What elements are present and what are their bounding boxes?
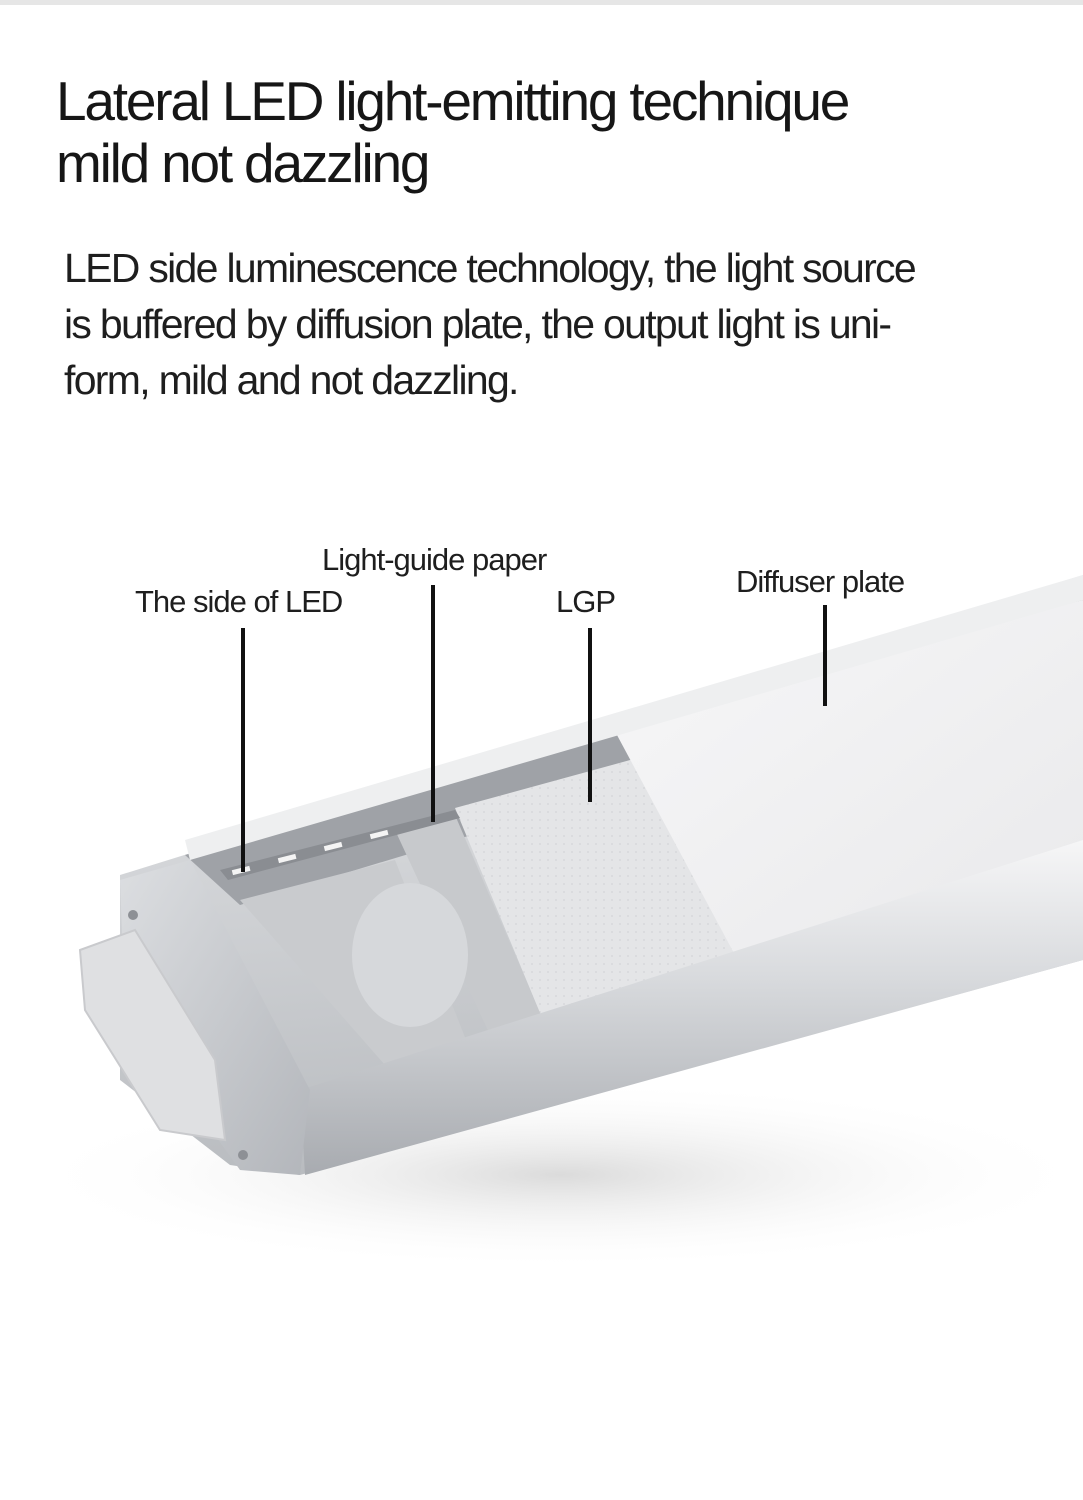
diffuser-plate [610,600,1083,955]
end-cap [120,860,310,1175]
screw-hole-top [128,910,138,920]
callout-lgp: LGP [556,584,616,619]
light-guide-paper-strip [395,815,545,1035]
description-line-3: form, mild and not dazzling. [64,357,519,403]
end-plug [78,928,227,1142]
description-line-1: LED side luminescence technology, the li… [64,245,917,291]
page-headline: Lateral LED light-emitting technique mil… [56,70,1036,194]
led-bar-cutaway-diagram: The side of LED Light-guide paper LGP Di… [0,420,1083,1420]
round-pad [352,883,468,1027]
callout-led-side: The side of LED [135,584,343,619]
screw-hole-bottom [238,1150,248,1160]
front-rail [300,840,1083,1175]
top-divider [0,0,1083,5]
callout-diffuser-plate: Diffuser plate [736,564,905,599]
description-line-2: is buffered by diffusion plate, the outp… [64,301,892,347]
led-bar-illustration [20,575,1083,1270]
description-paragraph: LED side luminescence technology, the li… [64,240,1054,408]
headline-line-1: Lateral LED light-emitting technique [56,70,850,132]
headline-line-2: mild not dazzling [56,132,430,194]
back-rail [185,575,1083,860]
callout-light-guide-paper: Light-guide paper [322,542,547,577]
